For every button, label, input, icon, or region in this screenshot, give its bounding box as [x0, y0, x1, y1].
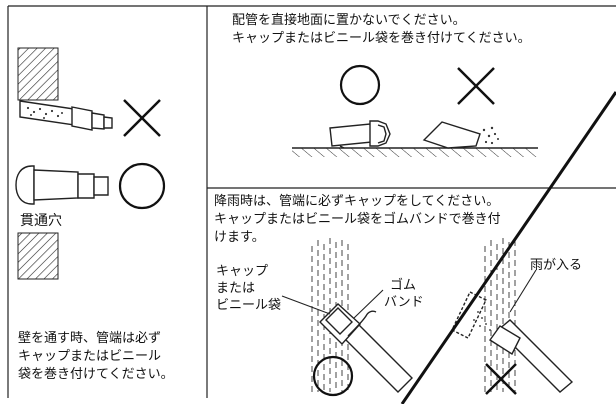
through-hole-label: 貫通穴: [20, 213, 62, 229]
band-leader-line: [353, 289, 384, 319]
top-instruction-line-2: キャップまたはビニール袋を巻き付けてください。: [232, 31, 531, 46]
pipe-with-cap: [15, 165, 109, 205]
pipe-rain-entering: [451, 291, 574, 393]
wall-hatch-top: [17, 47, 59, 101]
left-instruction-line-2: キャップまたはビニール: [18, 349, 162, 364]
panel-frame: [7, 5, 616, 398]
rain-lines-right: [484, 238, 516, 392]
rain-label: 雨が入る: [530, 258, 583, 273]
correct-mark-bottom: [312, 355, 354, 397]
diagonal-divider: [400, 91, 616, 404]
band-label-line-1: ゴム: [390, 278, 417, 293]
capped-pipe-in-rain: [319, 303, 413, 393]
pipe-without-cap: [19, 100, 113, 131]
bottom-instruction-line-1: 降雨時は、管端に必ずキャップをしてください。: [214, 194, 500, 209]
ground-surface: [292, 147, 538, 157]
left-instruction-line-3: 袋を巻き付けてください。: [18, 367, 174, 382]
wrong-mark-bottom: [485, 363, 517, 395]
cap-leader-line: [281, 295, 331, 315]
bottom-instruction-line-3: けます。: [214, 230, 265, 245]
top-instruction-line-1: 配管を直接地面に置かないでください。: [232, 13, 466, 28]
band-label-line-2: バンド: [384, 295, 424, 310]
correct-mark-top: [339, 64, 381, 106]
pipe-on-ground: [422, 121, 499, 149]
wall-hatch-bottom: [17, 232, 59, 280]
wrong-mark-top: [457, 67, 495, 105]
cap-label-line-1: キャップ: [216, 264, 269, 279]
cap-label-line-3: ビニール袋: [216, 298, 282, 313]
left-instruction-line-1: 壁を通す時、管端は必ず: [18, 331, 162, 346]
correct-mark-left: [118, 162, 166, 210]
bottom-instruction-line-2: キャップまたはビニール袋をゴムバンドで巻き付: [214, 212, 501, 227]
rain-leader-line: [509, 269, 537, 313]
wrong-mark-left: [123, 99, 161, 137]
pipe-on-stand: [329, 120, 391, 149]
cap-label-line-2: または: [216, 281, 256, 296]
